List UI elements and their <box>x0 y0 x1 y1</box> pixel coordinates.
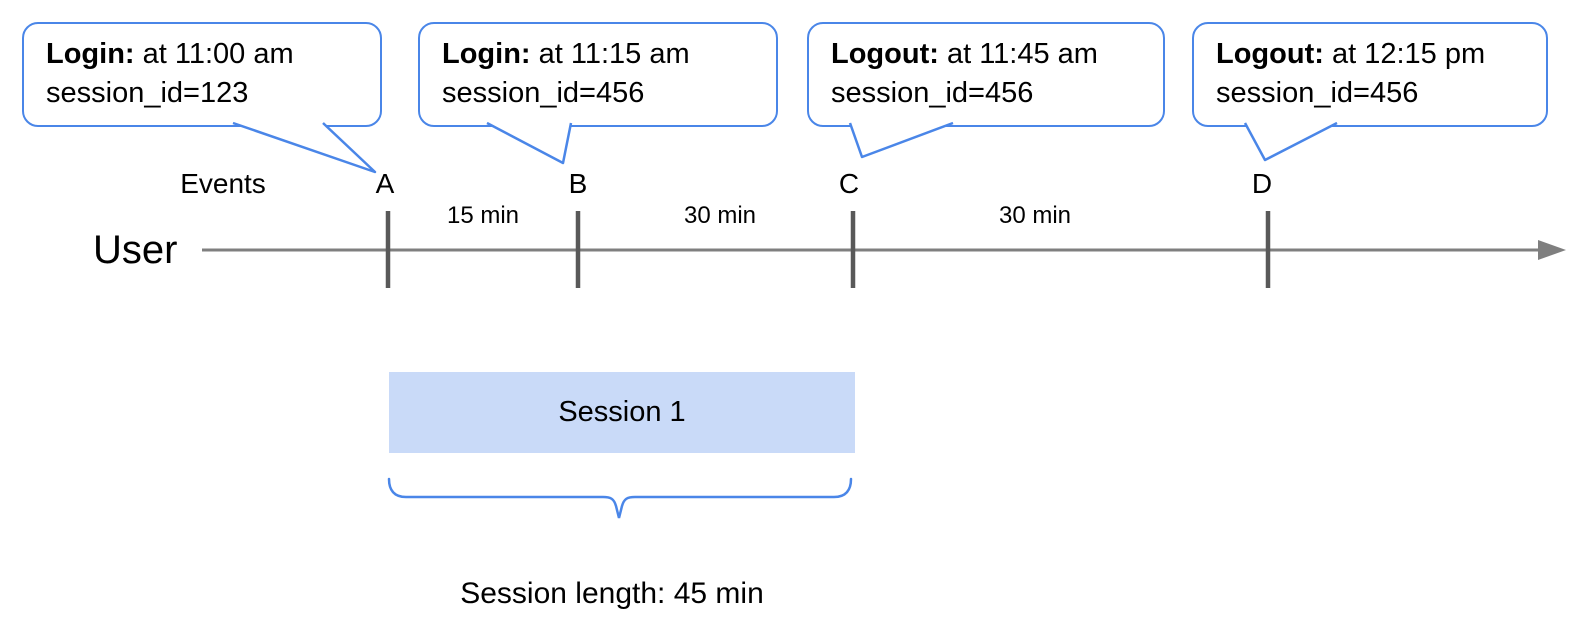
callout-b-line1: Login: at 11:15 am <box>442 35 754 74</box>
callout-b-time: at 11:15 am <box>538 38 690 70</box>
session-length-label: Session length: 45 min <box>460 577 764 610</box>
interval-c-d: 30 min <box>998 202 1072 229</box>
callout-a-session-id: session_id=123 <box>46 77 249 109</box>
callout-a-time: at 11:00 am <box>142 38 294 70</box>
callout-b-session-id: session_id=456 <box>442 77 645 109</box>
callout-c-line1: Logout: at 11:45 am <box>831 35 1141 74</box>
callout-event-a: Login: at 11:00 am session_id=123 <box>22 22 382 127</box>
callout-d-session-id: session_id=456 <box>1216 77 1419 109</box>
callout-a-line1: Login: at 11:00 am <box>46 35 358 74</box>
event-marker-a: A <box>375 168 395 199</box>
callout-c-time: at 11:45 am <box>946 38 1098 70</box>
interval-a-b: 15 min <box>446 202 520 229</box>
event-marker-d: D <box>1251 168 1273 199</box>
callout-c-event-type: Logout: <box>831 38 939 70</box>
callout-d-tail-icon <box>1243 121 1338 162</box>
callout-d-time: at 12:15 pm <box>1331 38 1486 70</box>
callout-event-b: Login: at 11:15 am session_id=456 <box>418 22 778 127</box>
callout-event-c: Logout: at 11:45 am session_id=456 <box>807 22 1165 127</box>
session-length-brace-icon <box>387 477 853 519</box>
callout-b-tail-icon <box>486 121 573 165</box>
callout-d-line1: Logout: at 12:15 pm <box>1216 35 1524 74</box>
timeline-arrowhead-icon <box>1538 240 1566 260</box>
user-row-label: User <box>93 228 178 272</box>
event-marker-c: C <box>838 168 860 199</box>
callout-c-session-id: session_id=456 <box>831 77 1034 109</box>
callout-event-d: Logout: at 12:15 pm session_id=456 <box>1192 22 1548 127</box>
callout-c-tail-icon <box>848 121 954 159</box>
callout-a-event-type: Login: <box>46 38 135 70</box>
session-1-box-label: Session 1 <box>558 396 686 428</box>
callout-a-tail-icon <box>232 121 377 174</box>
events-row-label: Events <box>180 168 266 199</box>
callout-d-event-type: Logout: <box>1216 38 1324 70</box>
callout-b-event-type: Login: <box>442 38 531 70</box>
event-marker-b: B <box>568 168 588 199</box>
interval-b-c: 30 min <box>683 202 757 229</box>
session-1-box: Session 1 <box>389 372 855 453</box>
